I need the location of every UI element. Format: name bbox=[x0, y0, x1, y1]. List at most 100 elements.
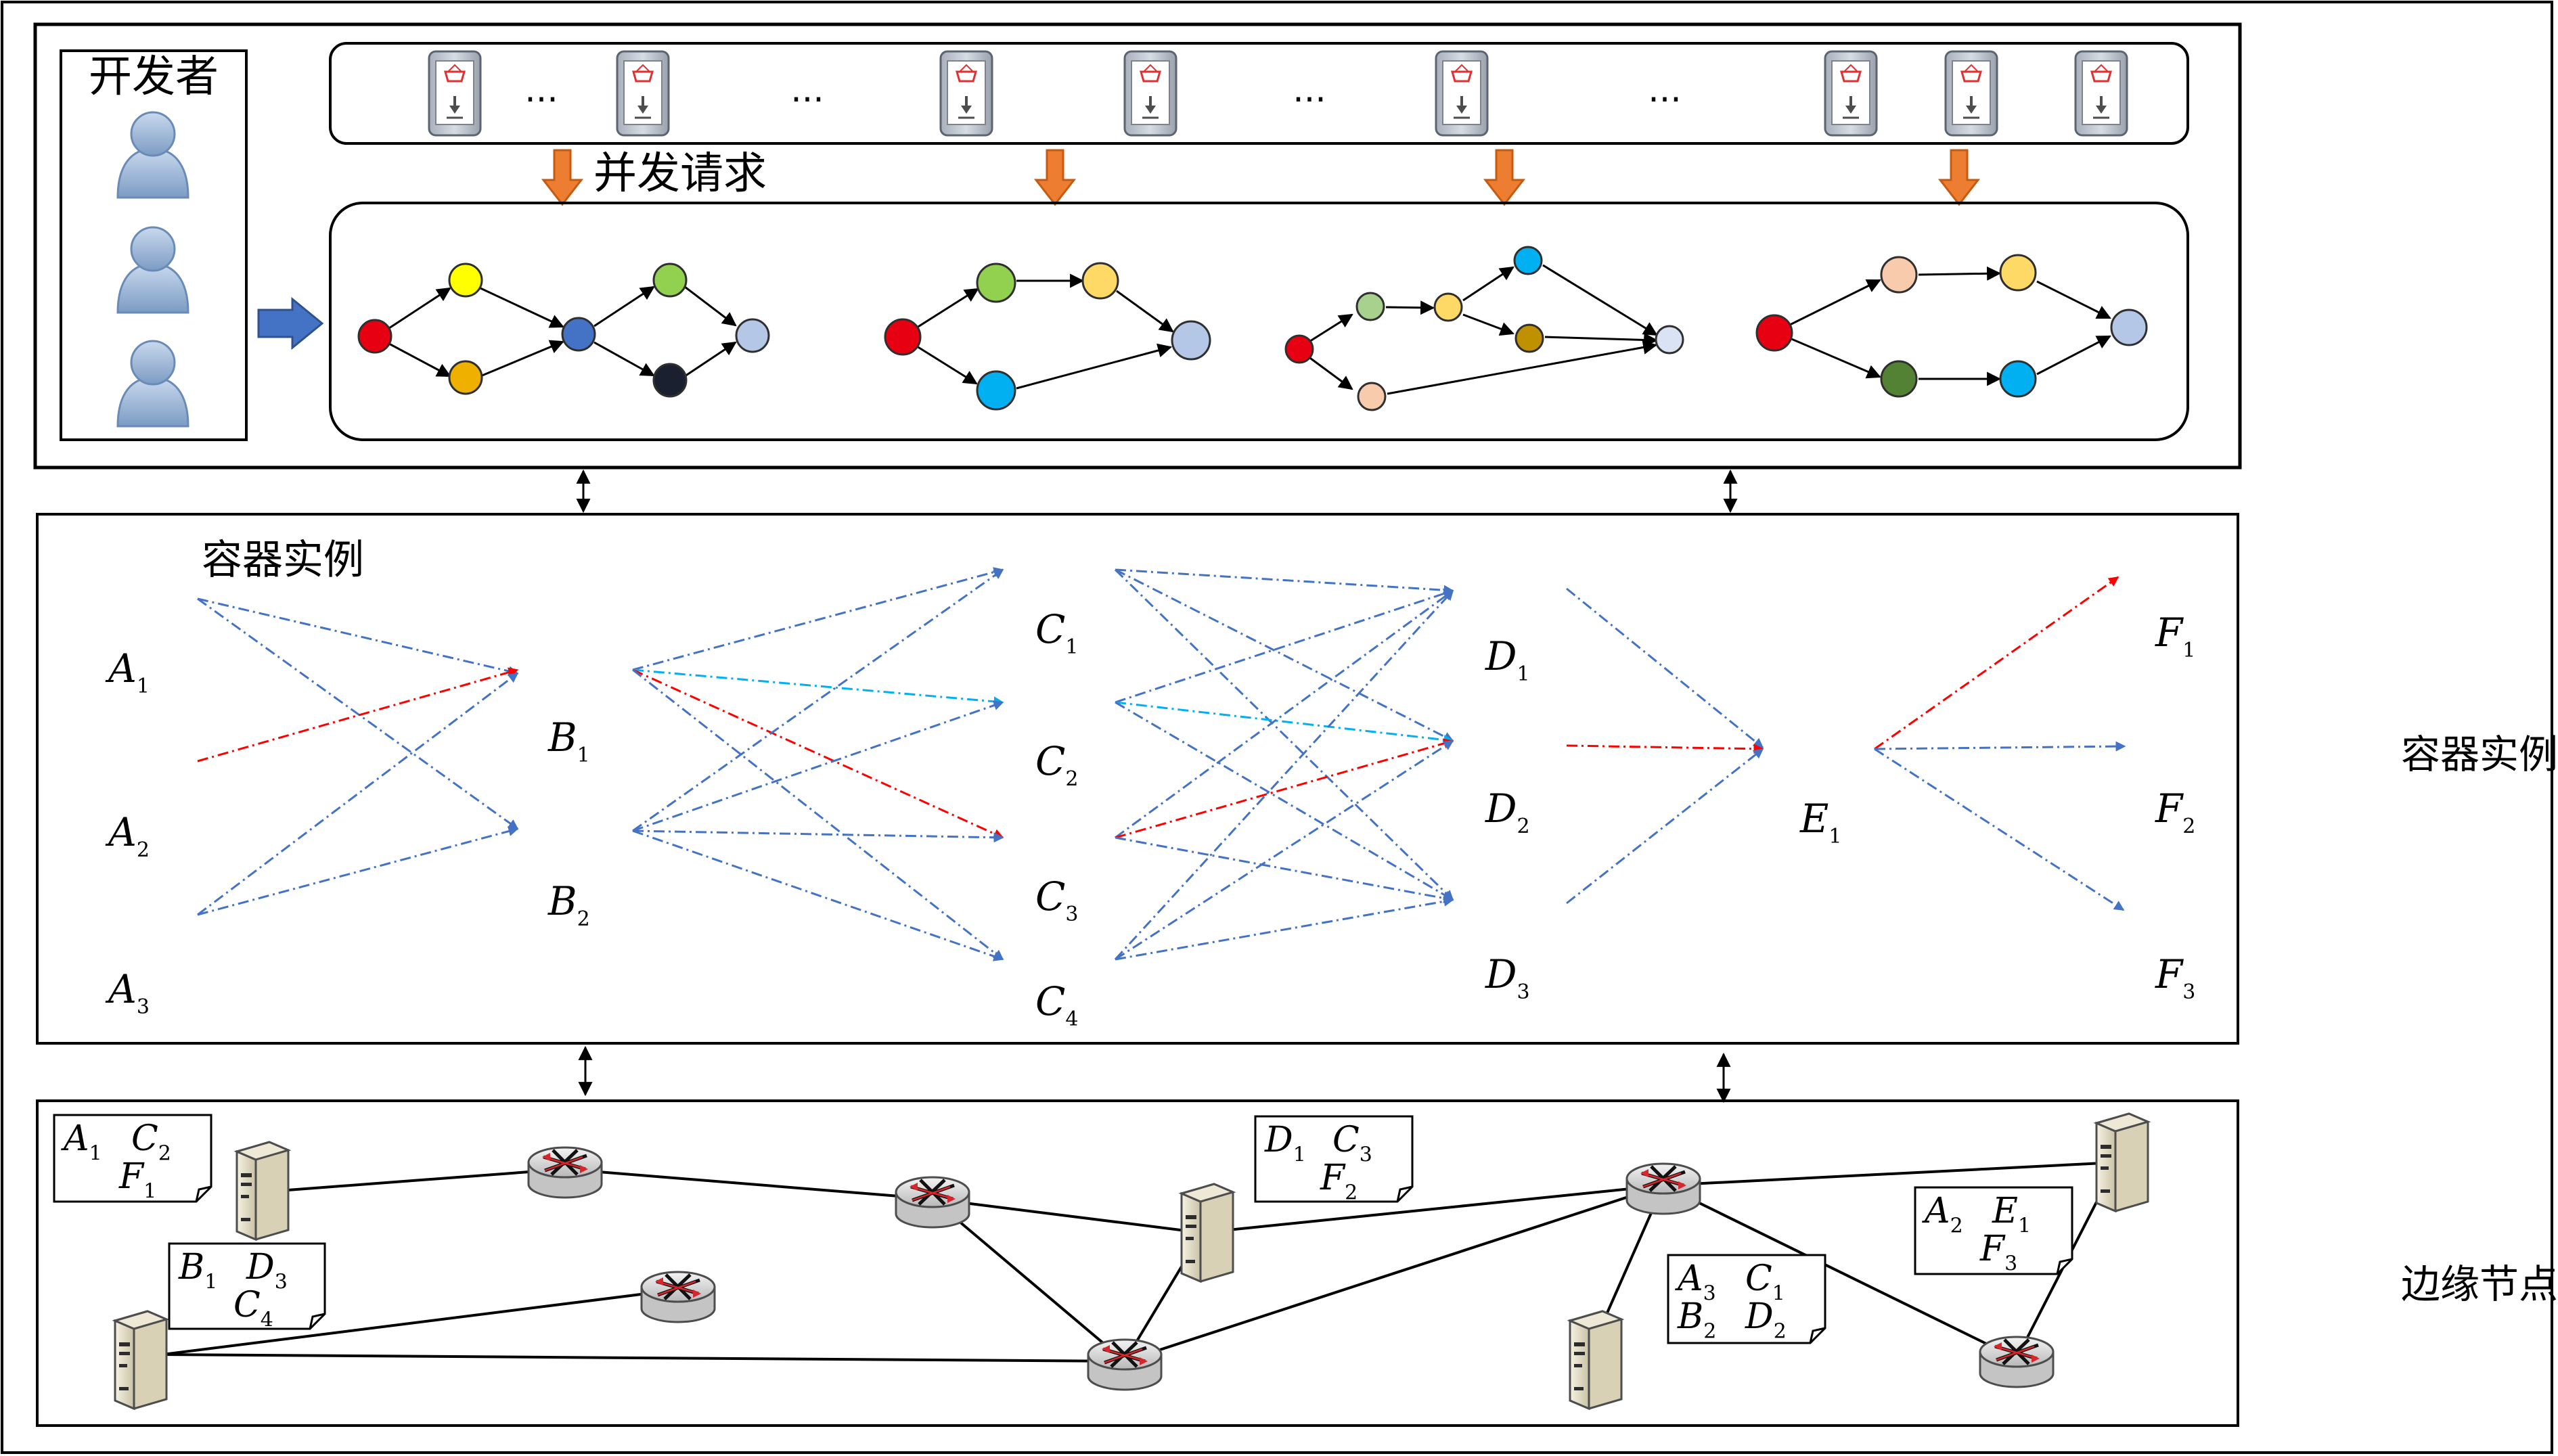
instance-subscript: 3 bbox=[2182, 980, 2195, 1004]
instance-edge bbox=[632, 829, 1004, 961]
workflow-node bbox=[652, 363, 688, 398]
router-icon bbox=[640, 1271, 716, 1323]
layer-connector bbox=[576, 469, 1738, 1104]
instance-edge bbox=[1115, 701, 1454, 745]
instance-label: D1 bbox=[1264, 1120, 1306, 1167]
instance-edge bbox=[632, 700, 1004, 832]
smartphone-icon bbox=[1123, 50, 1177, 137]
instance-subscript: 2 bbox=[1345, 1181, 1357, 1205]
workflow-node bbox=[1880, 360, 1918, 398]
instance-subscript: 1 bbox=[2182, 639, 2195, 662]
concurrent-request-label: 并发请求 bbox=[593, 149, 767, 199]
instance-edge bbox=[1874, 748, 2125, 911]
instance-letter: A bbox=[105, 645, 137, 691]
instance-edge bbox=[197, 672, 519, 916]
router-icon bbox=[527, 1146, 603, 1199]
workflow-node bbox=[1655, 325, 1684, 355]
workflow-node bbox=[561, 317, 596, 352]
smartphone-icon bbox=[2074, 50, 2128, 137]
instance-letter: C bbox=[1745, 1258, 1772, 1299]
instance-subscript: 2 bbox=[158, 1142, 171, 1166]
developer-box: 开发者 bbox=[60, 49, 248, 441]
server-icon bbox=[112, 1310, 170, 1411]
workflow-node bbox=[1999, 360, 2037, 398]
instance-subscript: 4 bbox=[1065, 1007, 1078, 1031]
instance-edge bbox=[1115, 701, 1454, 901]
instance-letter: C bbox=[1035, 738, 1065, 784]
instance-label: E1 bbox=[1799, 796, 1841, 848]
instance-edge bbox=[1115, 589, 1454, 839]
server-icon bbox=[233, 1141, 292, 1242]
instance-edge bbox=[1115, 740, 1454, 961]
workflow-node bbox=[1355, 292, 1385, 321]
smartphone-icon bbox=[1944, 50, 1998, 137]
ellipsis: ... bbox=[1648, 70, 1682, 110]
phone-row bbox=[428, 50, 2128, 137]
instance-label: F1 bbox=[118, 1156, 156, 1204]
instance-label: C1 bbox=[1745, 1258, 1785, 1306]
instance-letter: D bbox=[246, 1247, 275, 1288]
workflow-node bbox=[1755, 314, 1793, 352]
instance-subscript: 3 bbox=[137, 995, 150, 1019]
instance-label: B2 bbox=[547, 878, 590, 931]
workflow-node bbox=[1357, 382, 1387, 411]
instance-letter: F bbox=[1979, 1229, 2006, 1269]
container-instance-label: 容器实例 bbox=[202, 537, 364, 584]
instance-letter: F bbox=[1320, 1158, 1346, 1198]
instance-edge bbox=[1115, 836, 1454, 903]
instance-label: C4 bbox=[233, 1285, 273, 1332]
instance-subscript: 1 bbox=[1293, 1143, 1306, 1167]
instance-subscript: 2 bbox=[1517, 815, 1530, 838]
instance-label: D3 bbox=[1485, 951, 1530, 1004]
instance-subscript: 2 bbox=[137, 838, 150, 862]
instance-label: C4 bbox=[1035, 978, 1078, 1031]
instance-label: B1 bbox=[547, 714, 590, 767]
instance-subscript: 1 bbox=[577, 744, 590, 767]
ellipsis: ... bbox=[1293, 70, 1326, 110]
instance-letter: C bbox=[1035, 606, 1065, 652]
instance-subscript: 1 bbox=[1828, 825, 1841, 848]
instance-letter: D bbox=[1745, 1296, 1774, 1337]
request-arrow-icon bbox=[1033, 149, 1077, 206]
instance-label: D3 bbox=[246, 1247, 288, 1294]
instance-edge bbox=[1566, 748, 1764, 905]
instance-subscript: 3 bbox=[1065, 903, 1078, 926]
submit-arrow-icon bbox=[257, 296, 324, 350]
instance-edge bbox=[632, 668, 1004, 961]
workflow-graph-nodes bbox=[357, 263, 770, 398]
instance-letter: D bbox=[1485, 786, 1517, 832]
workflow-graph bbox=[1307, 264, 1659, 395]
instance-subscript: 1 bbox=[143, 1180, 156, 1204]
instance-letter: A bbox=[1675, 1258, 1703, 1299]
instance-subscript: 3 bbox=[275, 1271, 288, 1294]
instance-label: D1 bbox=[1485, 633, 1530, 686]
instance-subscript: 2 bbox=[2182, 815, 2195, 838]
instance-label: E1 bbox=[1992, 1191, 2031, 1238]
router-icon bbox=[1087, 1338, 1163, 1391]
workflow-node bbox=[2110, 309, 2148, 346]
server-icon bbox=[1567, 1310, 1625, 1411]
instance-label: B2 bbox=[1677, 1296, 1716, 1344]
clients-bar bbox=[329, 42, 2189, 145]
instance-edge bbox=[1114, 568, 1454, 901]
instance-label: A1 bbox=[61, 1118, 102, 1166]
smartphone-icon bbox=[1824, 50, 1878, 137]
workflow-node bbox=[1433, 292, 1463, 322]
application-layer-panel: 开发者 ... ... ... ... bbox=[33, 22, 2242, 470]
user-icon bbox=[116, 111, 189, 199]
instance-letter: C bbox=[1332, 1120, 1360, 1160]
instance-letter: B bbox=[547, 714, 577, 760]
developer-label: 开发者 bbox=[89, 52, 219, 102]
workflow-node bbox=[1284, 334, 1314, 364]
instance-edge bbox=[197, 826, 519, 916]
workflow-node bbox=[652, 263, 688, 298]
instance-letter: D bbox=[1485, 633, 1517, 679]
smartphone-icon bbox=[616, 50, 670, 137]
instance-edge bbox=[197, 597, 519, 677]
smartphone-icon bbox=[428, 50, 482, 137]
